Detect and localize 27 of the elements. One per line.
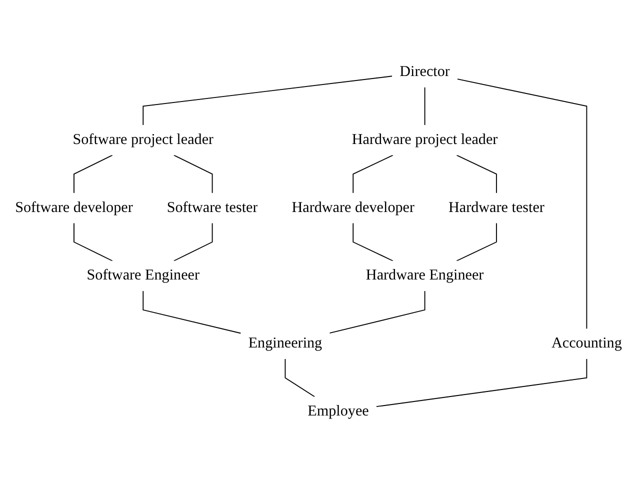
connector xyxy=(456,154,497,194)
connector xyxy=(352,222,394,262)
node-text: Software developer xyxy=(15,200,133,216)
node-text: Software project leader xyxy=(72,132,214,148)
connector xyxy=(376,358,588,408)
connector xyxy=(424,86,426,126)
connector xyxy=(173,154,213,194)
connector xyxy=(352,154,394,194)
connector xyxy=(74,222,113,262)
node-text: Hardware tester xyxy=(448,200,544,216)
connector xyxy=(329,290,426,334)
node-text: Director xyxy=(400,64,450,80)
node-text: Hardware project leader xyxy=(352,132,498,148)
node-text: Accounting xyxy=(551,335,622,352)
connector xyxy=(142,290,242,334)
connector xyxy=(284,358,316,398)
connector xyxy=(142,76,393,126)
node-text: Hardware developer xyxy=(292,200,415,216)
node-text: Software Engineer xyxy=(86,267,200,284)
node-text: Employee xyxy=(308,403,369,420)
connector xyxy=(456,222,497,262)
node-text: Hardware Engineer xyxy=(366,267,484,284)
connector xyxy=(173,222,213,262)
connector xyxy=(74,154,113,194)
connector xyxy=(457,78,588,330)
node-text: Software tester xyxy=(166,200,258,216)
node-text: Engineering xyxy=(248,335,322,352)
